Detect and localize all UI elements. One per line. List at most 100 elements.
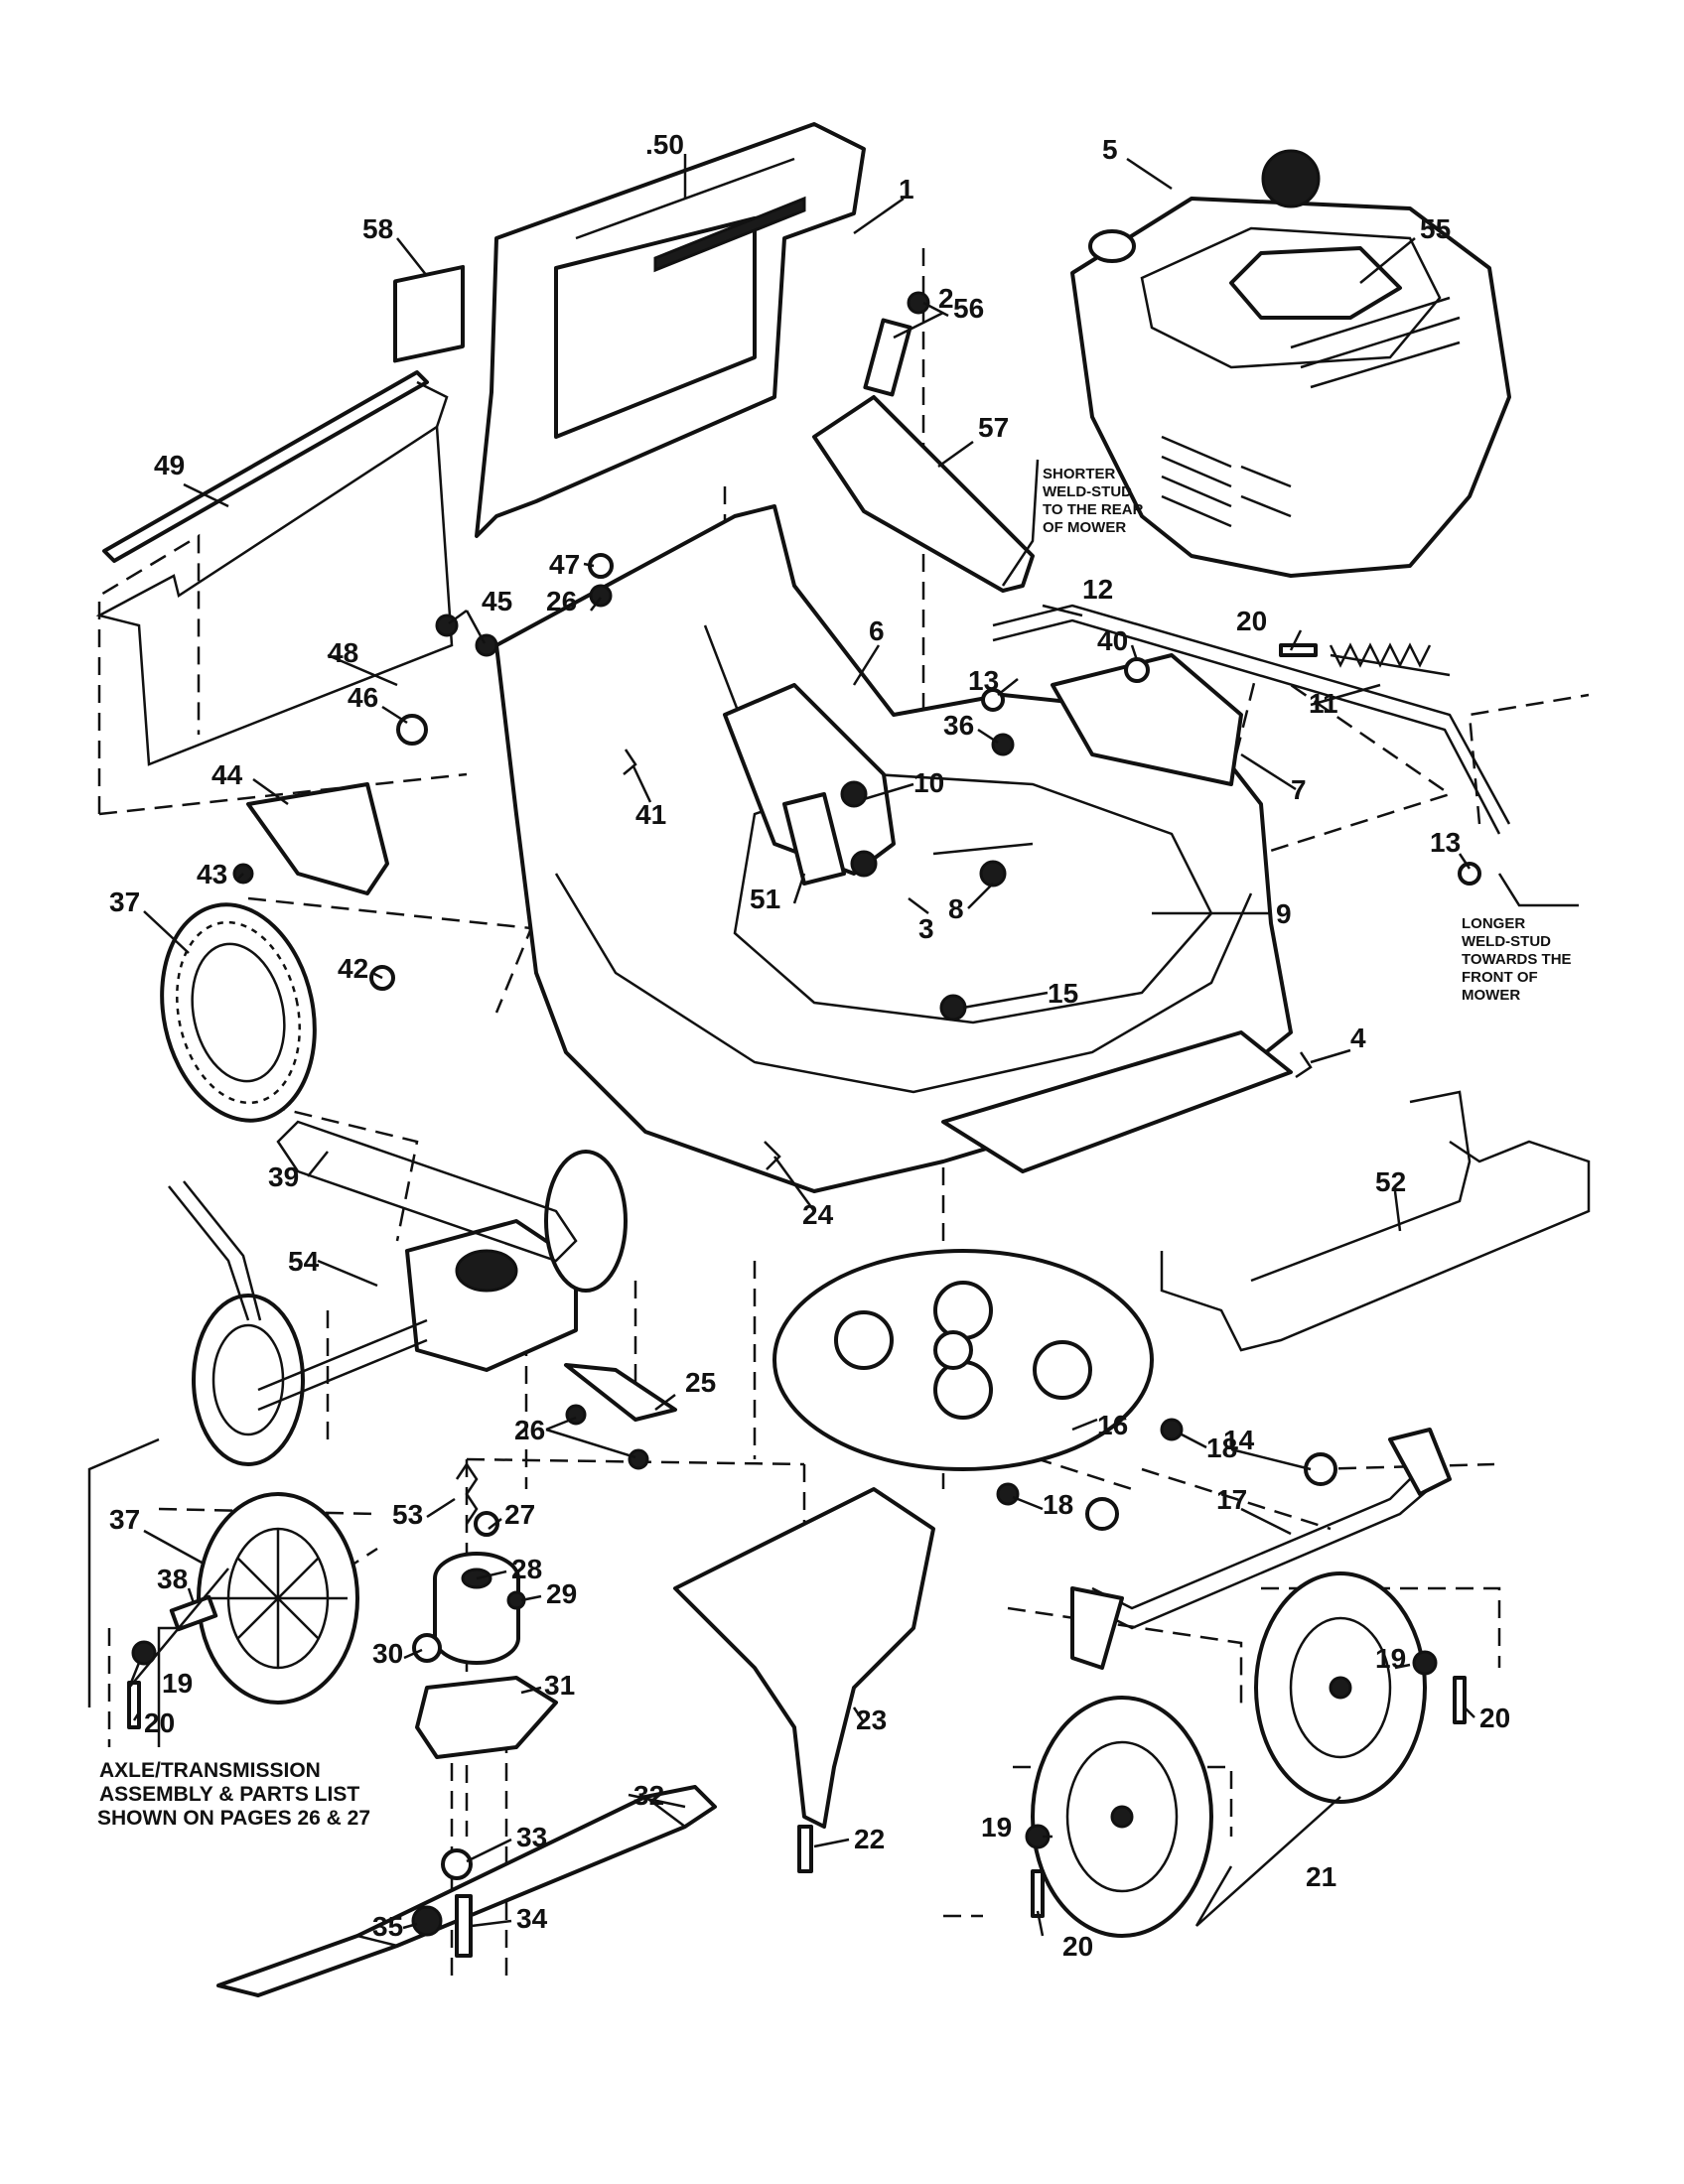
bracket-51	[782, 792, 846, 886]
clip-40	[1124, 657, 1150, 683]
callout-28: 28	[511, 1554, 542, 1584]
callout-45: 45	[482, 586, 512, 616]
callout-19-lower: 19	[981, 1812, 1012, 1843]
callout-25: 25	[685, 1367, 716, 1398]
callout-40: 40	[1097, 625, 1128, 656]
note-longer-weld-stud: LONGER WELD-STUD TOWARDS THE FRONT OF MO…	[1462, 915, 1572, 1004]
pin-20b	[1453, 1676, 1467, 1724]
svg-text:FRONT OF: FRONT OF	[1462, 969, 1538, 986]
bag-frame	[95, 424, 454, 766]
handle-spring-bar	[653, 196, 806, 273]
svg-text:SHOWN ON PAGES 26 & 27: SHOWN ON PAGES 26 & 27	[97, 1807, 370, 1830]
spring-11	[1329, 642, 1451, 677]
nut-30	[412, 1633, 442, 1663]
callout-58: 58	[362, 213, 393, 244]
callout-49: 49	[154, 450, 185, 480]
callout-16: 16	[1097, 1410, 1128, 1440]
callout-1: 1	[899, 174, 914, 205]
clip-41	[623, 749, 637, 775]
drive-belt	[276, 1120, 578, 1263]
bolt-3	[850, 850, 878, 878]
nut-10	[840, 780, 868, 808]
callout-55: 55	[1420, 213, 1451, 244]
callout-4: 4	[1350, 1023, 1366, 1053]
callout-numbers: 1 2 3 4 5 6 7 8 9 10 11 12 13 13 14 15 1…	[109, 129, 1510, 1962]
callout-34: 34	[516, 1903, 548, 1934]
callout-13-front: 13	[1430, 827, 1461, 858]
bolt-56	[907, 291, 930, 315]
callout-36: 36	[943, 710, 974, 741]
callout-23: 23	[856, 1705, 887, 1735]
callout-leaders	[87, 154, 1579, 1937]
bolt-8	[979, 860, 1007, 887]
callout-17: 17	[1216, 1484, 1247, 1515]
pin-20c	[1031, 1869, 1045, 1918]
callout-9: 9	[1276, 898, 1292, 929]
callout-44: 44	[211, 759, 243, 790]
callout-47: 47	[549, 549, 580, 580]
callout-35: 35	[372, 1911, 403, 1942]
bolt-18b	[996, 1482, 1020, 1506]
callout-20-right: 20	[1479, 1703, 1510, 1733]
callout-26-upper: 26	[546, 586, 577, 616]
nut-19a	[131, 1640, 157, 1666]
bolt-26-top	[589, 584, 613, 608]
front-bumper	[1160, 1140, 1591, 1352]
clip-24	[764, 1141, 781, 1170]
deck-dome	[733, 772, 1213, 1024]
callout-19-left: 19	[162, 1668, 193, 1699]
transmission	[405, 1219, 578, 1372]
callout-15: 15	[1048, 978, 1078, 1009]
bolt-15	[939, 994, 967, 1022]
rear-wheel-upper	[160, 902, 317, 1123]
callout-18-lower: 18	[1043, 1489, 1073, 1520]
bolt-36	[991, 733, 1015, 756]
callout-26-lower: 26	[514, 1415, 545, 1445]
callout-52: 52	[1375, 1166, 1406, 1197]
bolt-34	[455, 1894, 473, 1958]
mulch-plate-44	[246, 782, 389, 895]
callout-10: 10	[913, 767, 944, 798]
bolt-18a	[1160, 1418, 1184, 1441]
svg-text:TOWARDS THE: TOWARDS THE	[1462, 951, 1572, 968]
svg-text:LONGER: LONGER	[1462, 915, 1525, 932]
callout-29: 29	[546, 1578, 577, 1609]
callout-2: 2	[938, 283, 954, 314]
engine-top-plate	[1229, 246, 1402, 320]
bolt-45b	[475, 633, 498, 657]
bolt-38	[169, 1594, 218, 1632]
callout-18-right: 18	[1206, 1433, 1237, 1463]
callout-54: 54	[288, 1246, 320, 1277]
callout-42: 42	[338, 953, 368, 984]
pin-20d	[1279, 643, 1318, 657]
rear-axle-12	[992, 604, 1511, 835]
bolt-22	[797, 1825, 813, 1873]
callout-48: 48	[328, 637, 358, 668]
clip-13b	[1458, 862, 1481, 886]
callout-57: 57	[978, 412, 1009, 443]
svg-text:TO THE REAR: TO THE REAR	[1043, 501, 1144, 518]
callout-31: 31	[544, 1670, 575, 1701]
callout-37-lower: 37	[109, 1504, 140, 1535]
callout-41: 41	[635, 799, 666, 830]
callout-27: 27	[504, 1499, 535, 1530]
callout-51: 51	[750, 884, 780, 914]
chute-deflector	[673, 1487, 935, 1829]
handle-upper	[475, 122, 866, 538]
callout-53: 53	[392, 1499, 423, 1530]
transmission-wheel-left	[192, 1294, 305, 1466]
callout-30: 30	[372, 1638, 403, 1669]
blade	[216, 1785, 717, 1997]
callout-50: .50	[645, 129, 684, 160]
callout-39: 39	[268, 1161, 299, 1192]
blade-adapter	[415, 1676, 558, 1759]
callout-20-upper: 20	[1236, 606, 1267, 636]
oil-cap	[1088, 229, 1136, 263]
callout-11: 11	[1309, 688, 1338, 719]
callout-6: 6	[869, 615, 885, 646]
svg-text:ASSEMBLY & PARTS LIST: ASSEMBLY & PARTS LIST	[99, 1783, 359, 1806]
callout-7: 7	[1291, 774, 1307, 805]
washer-33	[441, 1848, 473, 1880]
bracket-7	[1051, 653, 1243, 786]
